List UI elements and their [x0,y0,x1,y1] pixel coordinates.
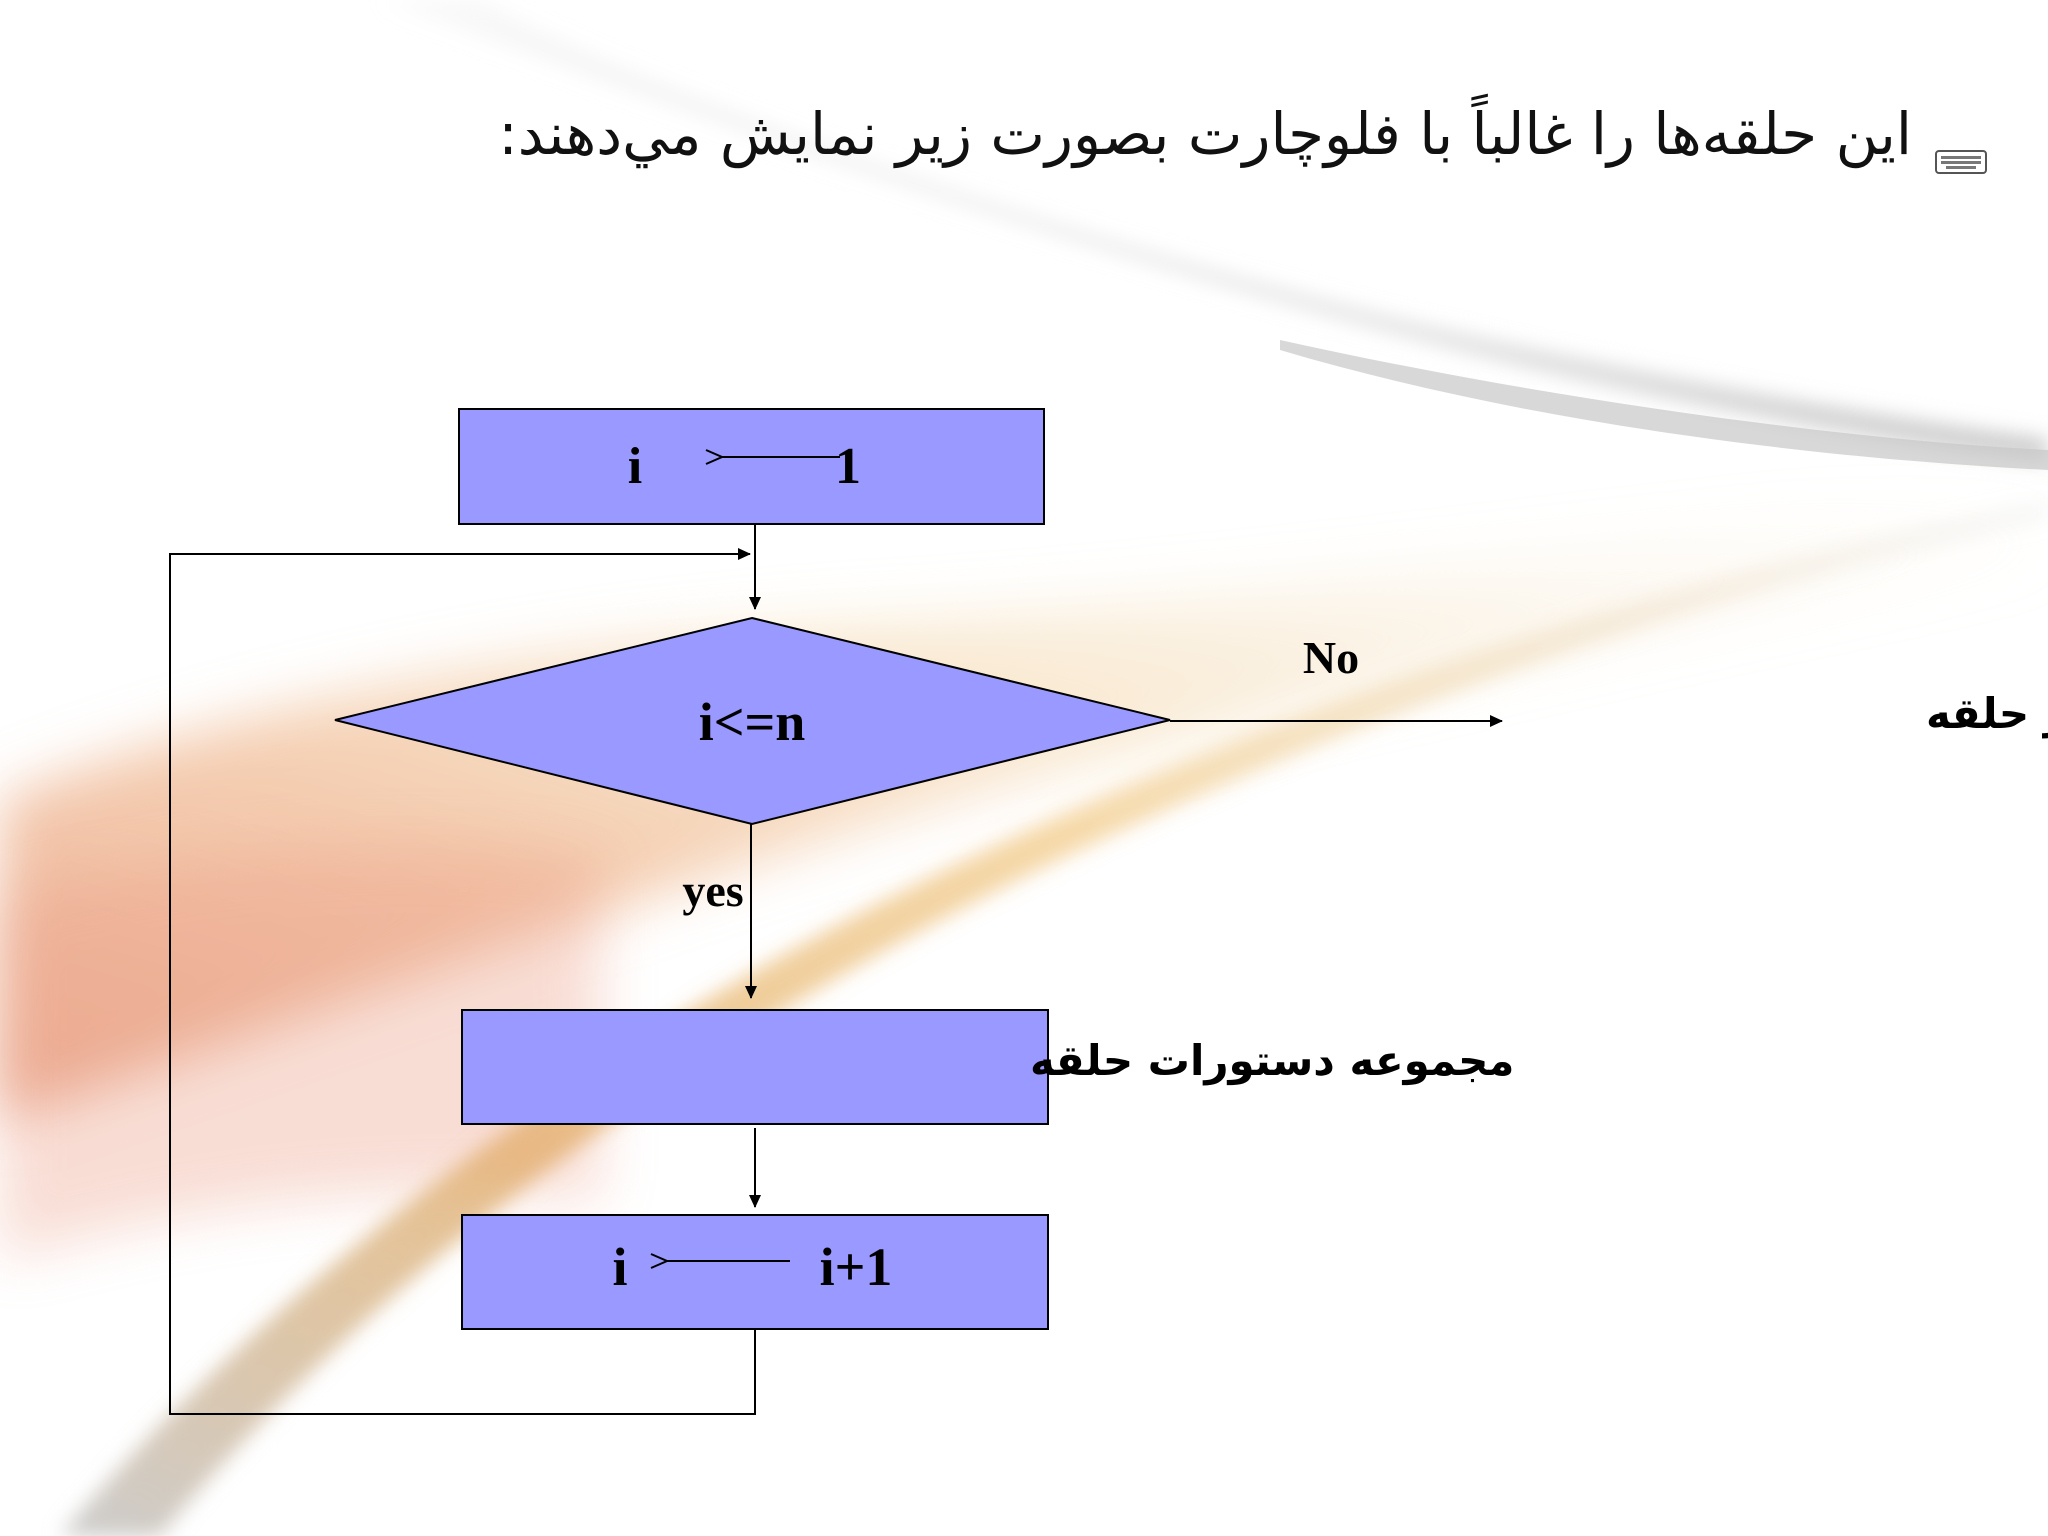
exit-text: اتمام کار حلقه [1926,689,2048,739]
init-var: i [628,438,642,495]
connector-loop-back [169,548,756,1415]
increment-value: i+1 [820,1237,893,1297]
no-label: No [1303,632,1359,683]
increment-var: i [612,1237,627,1297]
loop-body-text: مجموعه دستورات حلقه [1030,1036,1514,1086]
init-box: i 1 [458,408,1045,525]
yes-label: yes [682,865,743,916]
slide-title-text: این حلقه‌ها را غالباً با فلوچارت بصورت ز… [498,100,1912,168]
loop-body-box: مجموعه دستورات حلقه [461,1009,1514,1125]
increment-box: i i+1 [461,1214,1049,1330]
keyboard-icon [1934,123,1988,174]
slide-title: این حلقه‌ها را غالباً با فلوچارت بصورت ز… [268,100,1988,174]
decision-diamond: i<=n [334,616,1171,826]
init-value: 1 [835,438,861,495]
decision-condition: i<=n [699,692,806,752]
